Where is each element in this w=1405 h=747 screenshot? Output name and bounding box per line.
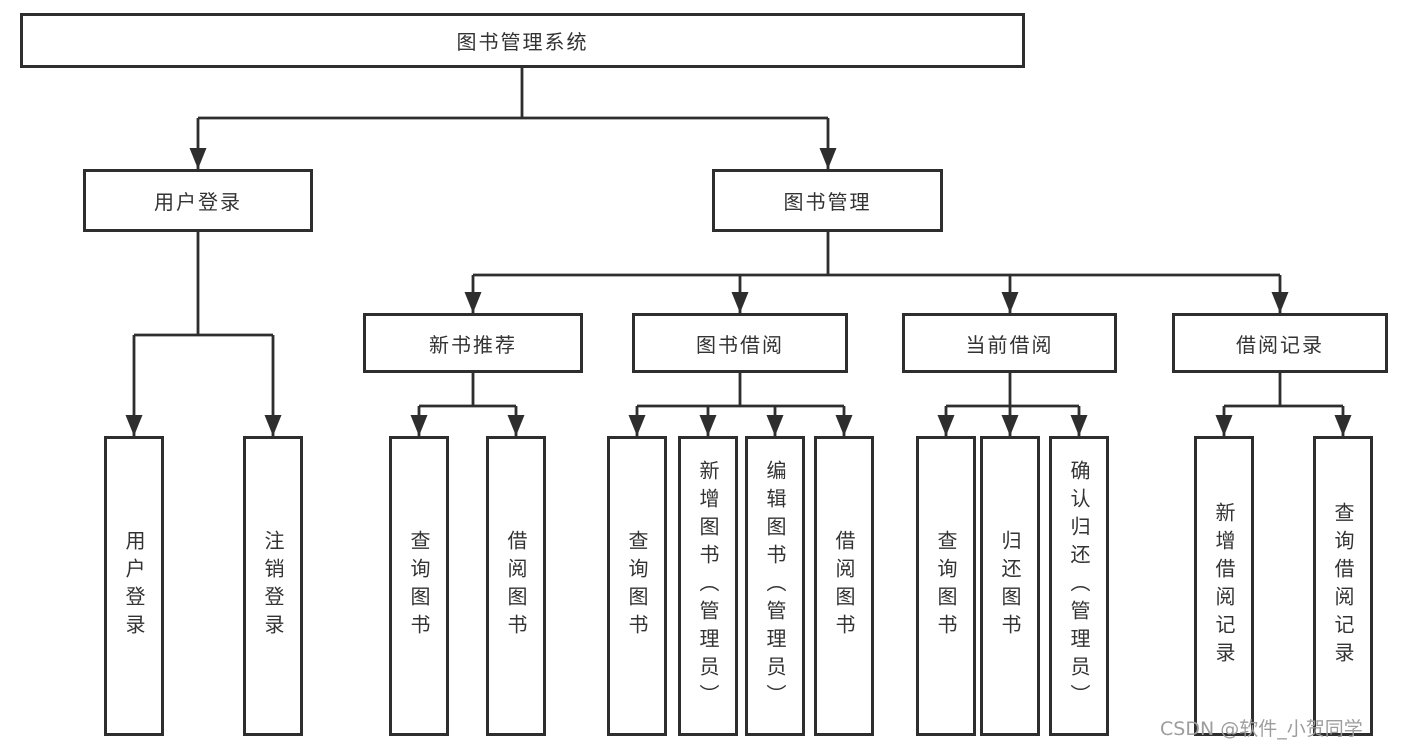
node-edit-book-admin: 编辑图书（管理员） <box>745 436 805 736</box>
node-add-borrow-record-label: 新增借阅记录 <box>1212 502 1236 670</box>
node-add-borrow-record: 新增借阅记录 <box>1194 436 1254 736</box>
node-query-borrow-record: 查询借阅记录 <box>1313 436 1373 736</box>
node-logout-action-label: 注销登录 <box>261 530 285 642</box>
csdn-watermark: CSDN @软件_小贺同学 <box>1160 718 1363 740</box>
node-borrow-books-recommend: 借阅图书 <box>486 436 546 736</box>
node-root-system-label: 图书管理系统 <box>456 30 589 54</box>
node-return-book-label: 归还图书 <box>998 530 1022 642</box>
node-query-books-borrow-label: 查询图书 <box>625 530 649 642</box>
node-book-borrow-label: 图书借阅 <box>696 332 784 357</box>
node-borrow-books-borrow: 借阅图书 <box>814 436 874 736</box>
node-edit-book-admin-label: 编辑图书（管理员） <box>763 460 787 712</box>
node-add-book-admin: 新增图书（管理员） <box>678 436 738 736</box>
node-user-login-group: 用户登录 <box>83 169 313 232</box>
node-query-books-current: 查询图书 <box>916 436 976 736</box>
node-query-books-recommend-label: 查询图书 <box>407 530 431 642</box>
node-add-book-admin-label: 新增图书（管理员） <box>696 460 720 712</box>
node-confirm-return-admin-label: 确认归还（管理员） <box>1067 460 1091 712</box>
node-borrow-records: 借阅记录 <box>1172 313 1388 373</box>
node-query-books-recommend: 查询图书 <box>389 436 449 736</box>
node-confirm-return-admin: 确认归还（管理员） <box>1049 436 1109 736</box>
node-user-login-group-label: 用户登录 <box>154 190 242 214</box>
node-book-management-label: 图书管理 <box>783 190 872 214</box>
node-logout-action: 注销登录 <box>243 436 303 736</box>
node-root-system: 图书管理系统 <box>20 13 1025 68</box>
node-user-login-action: 用户登录 <box>104 436 164 736</box>
node-new-book-recommend-label: 新书推荐 <box>429 332 517 357</box>
node-query-books-current-label: 查询图书 <box>934 530 958 642</box>
node-borrow-books-borrow-label: 借阅图书 <box>832 530 856 642</box>
node-current-borrow-label: 当前借阅 <box>965 332 1054 357</box>
node-borrow-books-recommend-label: 借阅图书 <box>504 530 528 642</box>
node-query-books-borrow: 查询图书 <box>607 436 667 736</box>
node-user-login-action-label: 用户登录 <box>122 530 146 642</box>
node-return-book: 归还图书 <box>980 436 1040 736</box>
node-query-borrow-record-label: 查询借阅记录 <box>1331 502 1355 670</box>
node-new-book-recommend: 新书推荐 <box>363 313 583 373</box>
node-current-borrow: 当前借阅 <box>902 313 1117 373</box>
node-borrow-records-label: 借阅记录 <box>1236 332 1324 357</box>
node-book-borrow: 图书借阅 <box>632 313 848 373</box>
node-book-management: 图书管理 <box>712 169 943 232</box>
